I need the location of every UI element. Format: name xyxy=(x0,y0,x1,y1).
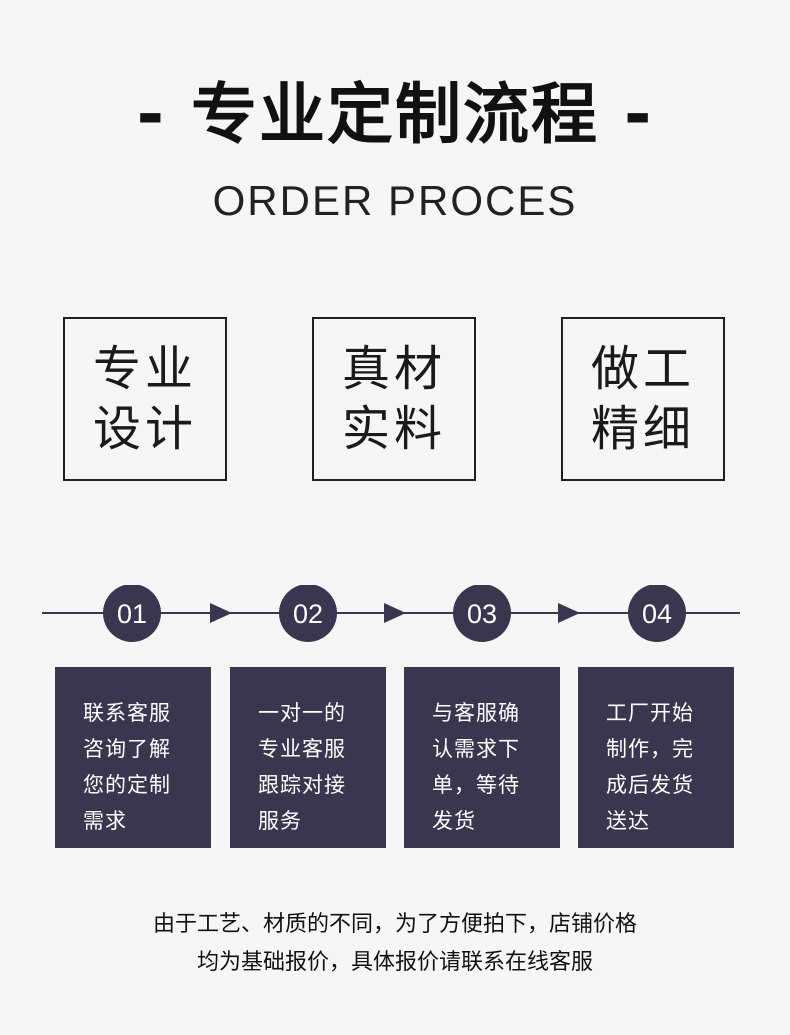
step-number: 02 xyxy=(293,599,323,629)
step-text: 联系客服 xyxy=(83,701,171,725)
pricing-note-line: 均为基础报价，具体报价请联系在线客服 xyxy=(196,950,593,975)
feature-text: 设计 xyxy=(92,401,197,457)
step-marker-04: 04 xyxy=(628,585,686,642)
feature-text: 专业 xyxy=(92,341,197,397)
step-text: 需求 xyxy=(83,809,127,833)
step-text: 服务 xyxy=(258,809,302,833)
step-circle xyxy=(103,585,161,642)
step-text: 认需求下 xyxy=(432,737,520,761)
step-circle xyxy=(453,585,511,642)
step-text: 您的定制 xyxy=(83,773,171,797)
arrow-right-icon xyxy=(558,603,580,623)
step-text: 送达 xyxy=(606,809,650,833)
step-text: 一对一的 xyxy=(258,701,346,725)
page-subtitle: ORDER PROCES xyxy=(212,177,578,224)
step-card-03: 与客服确 认需求下 单，等待 发货 xyxy=(404,667,560,848)
arrow-right-icon xyxy=(210,603,232,623)
step-card-04: 工厂开始 制作，完 成后发货 送达 xyxy=(578,667,734,848)
step-text: 成后发货 xyxy=(606,773,694,797)
feature-text: 真材 xyxy=(341,341,446,397)
step-text: 与客服确 xyxy=(432,701,520,725)
step-marker-03: 03 xyxy=(453,585,511,642)
step-number: 01 xyxy=(117,599,147,629)
step-circle xyxy=(279,585,337,642)
feature-box-material: 真材 实料 xyxy=(312,317,476,481)
feature-text: 精细 xyxy=(590,401,695,457)
step-text: 制作，完 xyxy=(606,737,694,761)
process-timeline: 01 02 03 04 xyxy=(42,585,740,642)
step-card-02: 一对一的 专业客服 跟踪对接 服务 xyxy=(230,667,386,848)
step-text: 发货 xyxy=(432,809,476,833)
pricing-note-line: 由于工艺、材质的不同，为了方便拍下，店铺价格 xyxy=(152,912,637,937)
step-text: 专业客服 xyxy=(258,737,346,761)
feature-box-design: 专业 设计 xyxy=(63,317,227,481)
step-marker-02: 02 xyxy=(279,585,337,642)
feature-text: 实料 xyxy=(341,401,446,457)
step-card-01: 联系客服 咨询了解 您的定制 需求 xyxy=(55,667,211,848)
step-marker-01: 01 xyxy=(103,585,161,642)
step-number: 03 xyxy=(467,599,497,629)
step-text: 单，等待 xyxy=(432,773,520,797)
feature-box-craft: 做工 精细 xyxy=(561,317,725,481)
page-title: - 专业定制流程 - xyxy=(136,76,654,153)
step-text: 工厂开始 xyxy=(606,701,694,725)
pricing-note: 由于工艺、材质的不同，为了方便拍下，店铺价格 均为基础报价，具体报价请联系在线客… xyxy=(0,906,790,982)
step-text: 跟踪对接 xyxy=(258,773,346,797)
arrow-right-icon xyxy=(384,603,406,623)
step-number: 04 xyxy=(642,599,672,629)
step-circle xyxy=(628,585,686,642)
feature-text: 做工 xyxy=(590,341,695,397)
step-text: 咨询了解 xyxy=(83,737,171,761)
